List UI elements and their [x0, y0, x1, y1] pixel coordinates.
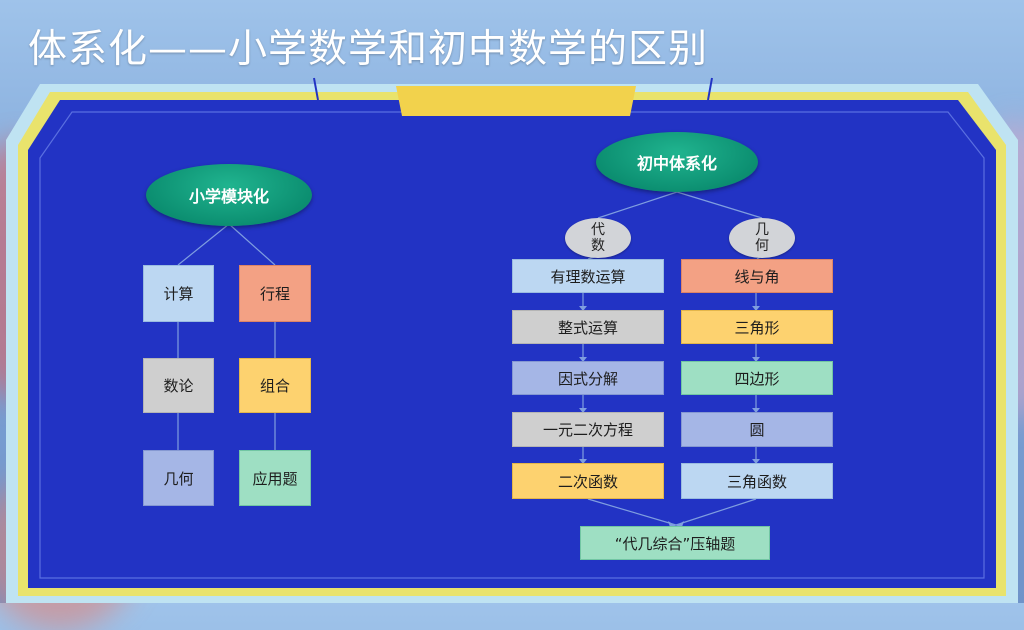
primary-node-word-problems: 应用题 — [239, 450, 311, 506]
node-label: 有理数运算 — [550, 267, 626, 286]
node-label: 行程 — [259, 285, 290, 303]
algebra-node-2: 整式运算 — [512, 310, 664, 344]
geometry-node-3: 四边形 — [681, 361, 833, 395]
line-p-h-2 — [228, 223, 276, 266]
geometry-label: 几 何 — [729, 218, 795, 258]
algebra-node-5: 二次函数 — [512, 463, 664, 499]
tab-hook-left — [313, 77, 319, 101]
node-label: 组合 — [259, 377, 290, 395]
algebra-label: 代 数 — [565, 218, 631, 258]
node-label: 一元二次方程 — [542, 421, 633, 439]
slide-title: 体系化——小学数学和初中数学的区别 — [28, 27, 709, 72]
geometry-node-2: 三角形 — [681, 310, 833, 344]
primary-node-combination: 组合 — [239, 358, 311, 413]
primary-node-geometry: 几何 — [143, 450, 214, 506]
algebra-node-3: 因式分解 — [512, 361, 664, 395]
node-label: 三角函数 — [726, 472, 787, 491]
tab-hook-right — [707, 77, 713, 101]
node-label: 二次函数 — [557, 472, 618, 491]
middle-header: 初中体系化 — [596, 132, 758, 192]
algebra-node-4: 一元二次方程 — [512, 412, 664, 447]
primary-header: 小学模块化 — [146, 164, 312, 226]
node-label: “代几综合”压轴题 — [614, 534, 736, 553]
node-label: 圆 — [749, 421, 765, 439]
node-label: 四边形 — [734, 369, 780, 388]
final-node: “代几综合”压轴题 — [580, 526, 770, 560]
panel-inner-line — [39, 111, 985, 579]
line-p-h-1 — [177, 223, 230, 266]
geometry-node-1: 线与角 — [681, 259, 833, 293]
primary-header-label: 小学模块化 — [188, 187, 269, 206]
middle-header-label: 初中体系化 — [636, 154, 717, 173]
slide: 体系化——小学数学和初中数学的区别 小学模块化 计算 数论 几何 行程 组合 应… — [0, 27, 1024, 630]
primary-node-number-theory: 数论 — [143, 358, 214, 413]
node-label: 计算 — [163, 285, 194, 303]
node-label: 几何 — [163, 469, 194, 488]
primary-node-calc: 计算 — [143, 265, 214, 322]
node-label: 因式分解 — [557, 369, 618, 388]
node-label: 线与角 — [734, 267, 780, 286]
algebra-node-1: 有理数运算 — [512, 259, 664, 293]
geometry-node-4: 圆 — [681, 412, 833, 447]
line-final-a — [587, 498, 677, 526]
node-label: 应用题 — [252, 469, 298, 488]
node-label: 数论 — [163, 377, 194, 395]
line-m-h-1 — [597, 191, 678, 219]
top-tab — [396, 86, 636, 116]
line-final-g — [675, 498, 757, 526]
node-label: 整式运算 — [557, 318, 618, 337]
primary-node-travel: 行程 — [239, 265, 311, 322]
node-label: 三角形 — [734, 318, 780, 337]
line-m-h-2 — [676, 191, 763, 219]
geometry-node-5: 三角函数 — [681, 463, 833, 499]
